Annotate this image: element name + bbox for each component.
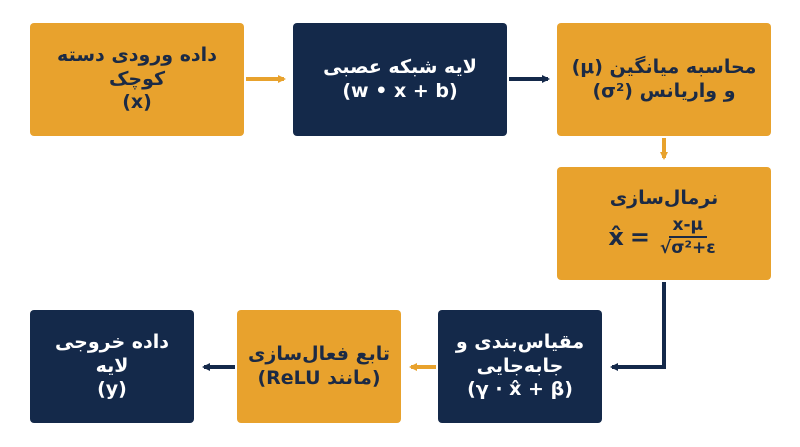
activation-box-line2: (مانند ReLU) xyxy=(257,366,381,389)
scale-shift-box: مقیاس‌بندی و جابه‌جایی (γ · x̂ + β) xyxy=(438,310,602,423)
stats-box-line2: و واریانس (σ²) xyxy=(592,79,736,102)
normalization-box: نرمال‌سازی x̂ = x-μ √σ²+ε xyxy=(557,167,771,280)
output-box-line1: داده خروجی لایه xyxy=(54,330,170,377)
scale-box-formula: (γ · x̂ + β) xyxy=(467,378,573,401)
formula-numerator: x-μ xyxy=(668,215,708,239)
activation-box-line1: تابع فعال‌سازی xyxy=(248,342,390,365)
neural-layer-box: لایه شبکه عصبی (w • x + b) xyxy=(293,23,507,136)
mean-variance-box: محاسبه میانگین (μ) و واریانس (σ²) xyxy=(557,23,771,136)
scale-box-line2: جابه‌جایی xyxy=(476,354,564,377)
arrow-normalize-to-scale xyxy=(610,282,666,371)
input-box-line2: کوچک xyxy=(108,67,166,90)
input-data-box: داده ورودی دسته کوچک (x) xyxy=(30,23,244,136)
stats-box-line1: محاسبه میانگین (μ) xyxy=(571,55,757,78)
formula-lhs: x̂ xyxy=(608,223,624,252)
output-box-symbol: (y) xyxy=(97,378,127,401)
scale-box-line1: مقیاس‌بندی و xyxy=(455,330,585,353)
formula-equals: = xyxy=(629,223,650,252)
input-box-line1: داده ورودی دسته xyxy=(57,43,217,66)
normalization-formula: x̂ = x-μ √σ²+ε xyxy=(608,215,719,260)
input-box-symbol: (x) xyxy=(122,91,152,114)
activation-box: تابع فعال‌سازی (مانند ReLU) xyxy=(237,310,401,423)
layer-box-formula: (w • x + b) xyxy=(342,79,458,102)
output-data-box: داده خروجی لایه (y) xyxy=(30,310,194,423)
layer-box-line1: لایه شبکه عصبی xyxy=(323,55,477,78)
formula-fraction: x-μ √σ²+ε xyxy=(656,215,720,260)
formula-denominator: √σ²+ε xyxy=(659,238,716,259)
normalize-box-title: نرمال‌سازی xyxy=(609,187,719,210)
